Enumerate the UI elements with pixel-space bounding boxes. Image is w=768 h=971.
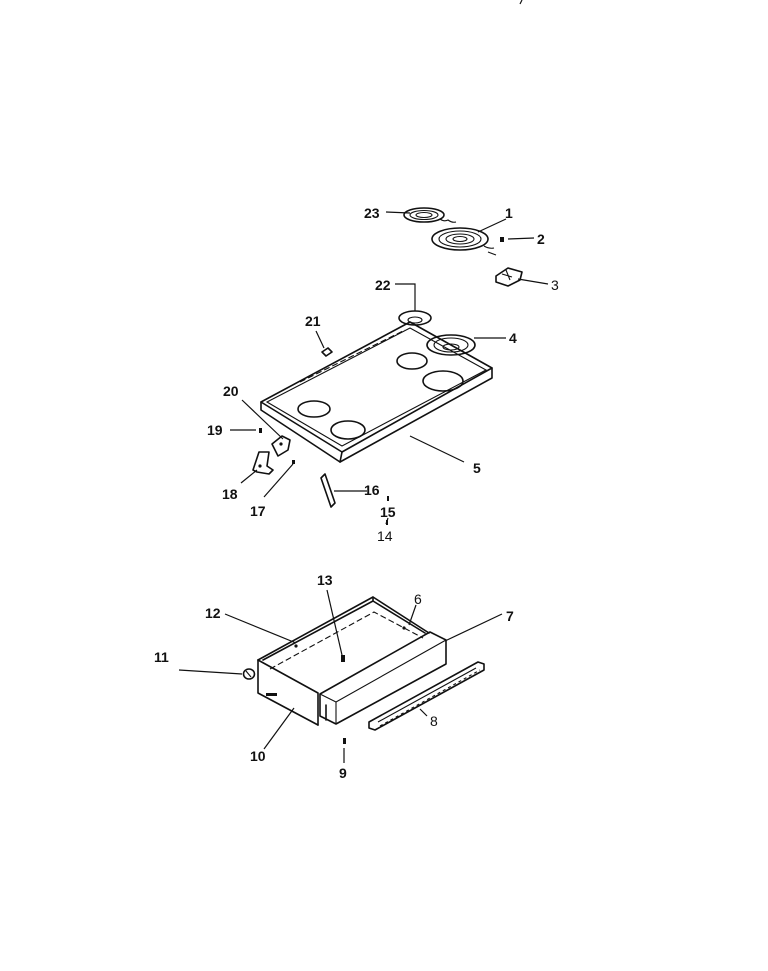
callout-5: 5 — [473, 460, 481, 476]
element-receptacle — [495, 267, 523, 287]
callout-11: 11 — [154, 649, 169, 665]
callout-6: 6 — [414, 591, 422, 607]
screw — [266, 693, 277, 696]
main-top — [260, 321, 493, 463]
drip-bowl-small — [398, 310, 432, 326]
hinge — [252, 451, 274, 475]
callout-15: 15 — [380, 504, 396, 520]
callout-21: 21 — [305, 313, 321, 329]
callout-17: 17 — [250, 503, 266, 519]
surface-element-large — [431, 227, 497, 256]
callout-7: 7 — [506, 608, 514, 624]
callout-1: 1 — [505, 205, 513, 221]
callout-10: 10 — [250, 748, 266, 764]
screw — [292, 460, 295, 464]
hinge-bracket — [271, 435, 291, 457]
callout-14: 14 — [377, 528, 393, 544]
callout-labels: 23 1 2 3 22 4 21 20 19 18 17 16 5 15 14 … — [154, 205, 559, 781]
callout-20: 20 — [223, 383, 239, 399]
clip — [321, 347, 333, 357]
callout-13: 13 — [317, 572, 333, 588]
callout-23: 23 — [364, 205, 380, 221]
screw — [343, 738, 346, 744]
callout-9: 9 — [339, 765, 347, 781]
callout-3: 3 — [551, 277, 559, 293]
screw — [259, 428, 262, 433]
drip-bowl-large — [426, 334, 476, 356]
callout-2: 2 — [537, 231, 545, 247]
drawer-handle — [368, 661, 485, 731]
drawer-stop-knob — [242, 668, 256, 680]
callout-12: 12 — [205, 605, 221, 621]
callout-19: 19 — [207, 422, 223, 438]
callout-16: 16 — [364, 482, 380, 498]
callout-8: 8 — [430, 713, 438, 729]
screw — [500, 237, 504, 242]
screw — [341, 655, 345, 662]
callout-4: 4 — [509, 330, 517, 346]
callout-18: 18 — [222, 486, 238, 502]
callout-22: 22 — [375, 277, 391, 293]
surface-element-small — [403, 207, 457, 223]
top-support-rod — [320, 473, 336, 508]
leader-lines — [178, 211, 549, 763]
screw — [387, 496, 389, 501]
drawer-front-panel — [319, 631, 447, 725]
